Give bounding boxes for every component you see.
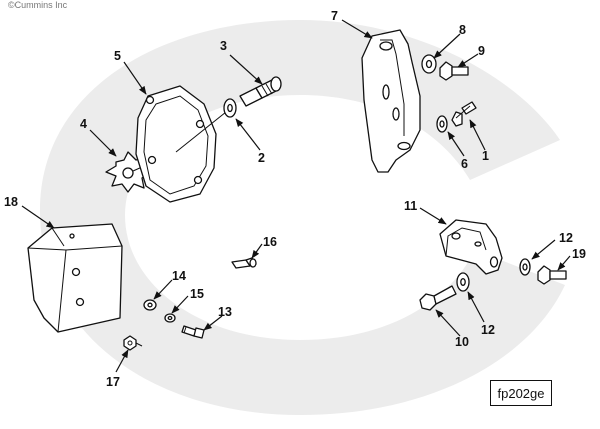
leader-lines bbox=[21, 19, 571, 373]
part-12-washer-upper bbox=[519, 258, 531, 276]
part-2-washer bbox=[223, 98, 237, 118]
callout-17: 17 bbox=[106, 375, 120, 389]
part-3-fitting bbox=[239, 76, 282, 107]
callout-12-upper: 12 bbox=[559, 231, 573, 245]
leader-17 bbox=[115, 349, 129, 373]
part-6-washer bbox=[436, 115, 448, 133]
part-15-washer bbox=[164, 313, 176, 323]
callouts: 1 2 3 4 5 6 7 8 9 10 11 12 12 13 14 15 1… bbox=[4, 9, 586, 389]
figure-reference: fp202ge bbox=[490, 380, 552, 406]
leader-13 bbox=[203, 315, 223, 331]
callout-7: 7 bbox=[331, 9, 338, 23]
callout-8: 8 bbox=[459, 23, 466, 37]
leader-12a bbox=[531, 239, 556, 260]
leader-5 bbox=[123, 61, 147, 95]
callout-10: 10 bbox=[455, 335, 469, 349]
part-9-capscrew bbox=[439, 61, 469, 81]
part-8-washer bbox=[421, 54, 437, 74]
leader-8 bbox=[433, 33, 461, 59]
leader-1 bbox=[469, 119, 486, 151]
part-5-gasket bbox=[135, 85, 227, 203]
callout-3: 3 bbox=[220, 39, 227, 53]
part-18-cover bbox=[27, 223, 123, 333]
part-12-washer-lower bbox=[456, 272, 470, 292]
leader-18 bbox=[21, 205, 55, 229]
callout-16: 16 bbox=[263, 235, 277, 249]
callout-13: 13 bbox=[218, 305, 232, 319]
watermark-logo bbox=[40, 20, 565, 415]
leader-3 bbox=[229, 54, 263, 85]
leader-16 bbox=[251, 243, 263, 259]
callout-2: 2 bbox=[258, 151, 265, 165]
leader-2 bbox=[235, 118, 261, 151]
callout-15: 15 bbox=[190, 287, 204, 301]
callout-14: 14 bbox=[172, 269, 186, 283]
callout-1: 1 bbox=[482, 149, 489, 163]
leader-9 bbox=[457, 53, 479, 68]
callout-6: 6 bbox=[461, 157, 468, 171]
callout-19: 19 bbox=[572, 247, 586, 261]
copyright-notice: ©Cummins Inc bbox=[8, 0, 68, 10]
callout-12-lower: 12 bbox=[481, 323, 495, 337]
part-17-nut bbox=[123, 335, 143, 351]
leader-15 bbox=[171, 295, 189, 314]
callout-9: 9 bbox=[478, 44, 485, 58]
leader-19 bbox=[557, 255, 571, 271]
part-16-capscrew bbox=[231, 257, 257, 269]
part-11-bracket bbox=[439, 219, 503, 275]
callout-4: 4 bbox=[80, 117, 87, 131]
leader-14 bbox=[153, 279, 173, 300]
part-1-capscrew bbox=[451, 101, 477, 127]
part-7-bracket bbox=[361, 29, 421, 173]
leader-7 bbox=[341, 19, 373, 39]
callout-5: 5 bbox=[114, 49, 121, 63]
leader-11 bbox=[419, 207, 447, 225]
callout-11: 11 bbox=[404, 199, 417, 213]
part-13-capscrew bbox=[181, 325, 205, 339]
part-14-washer bbox=[143, 299, 157, 311]
callout-18: 18 bbox=[4, 195, 18, 209]
leader-4 bbox=[89, 129, 117, 157]
leader-10 bbox=[435, 309, 461, 337]
part-19-capscrew bbox=[537, 265, 567, 285]
part-10-capscrew bbox=[419, 285, 457, 311]
leader-6 bbox=[447, 131, 465, 157]
leader-12b bbox=[467, 291, 485, 323]
